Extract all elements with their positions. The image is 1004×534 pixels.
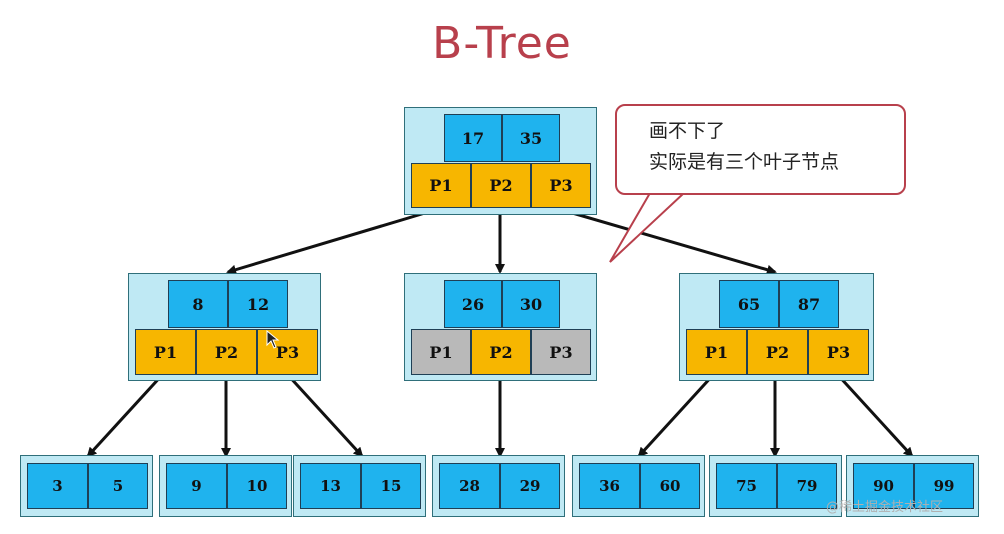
internal-3-pointer-2: P2 xyxy=(747,329,808,375)
root-key-2: 35 xyxy=(502,114,560,162)
edge-n1-p3 xyxy=(285,372,364,458)
leaf-node-3: 13 15 xyxy=(293,455,426,517)
internal-3-pointer-3: P3 xyxy=(808,329,869,375)
edge-root-p3 xyxy=(561,208,777,275)
leaf-2-key-2: 10 xyxy=(227,463,287,509)
root-pointer-3: P3 xyxy=(531,163,591,208)
internal-node-3: 65 87 P1 P2 P3 xyxy=(679,273,874,381)
leaf-3-key-2: 15 xyxy=(361,463,421,509)
internal-1-pointer-3: P3 xyxy=(257,329,318,375)
edge-n3-p1 xyxy=(637,372,716,458)
internal-2-key-2: 30 xyxy=(502,280,560,328)
root-pointer-1: P1 xyxy=(411,163,471,208)
edge-root-p1 xyxy=(226,208,436,275)
leaf-6-key-2: 79 xyxy=(777,463,837,509)
leaf-5-key-2: 60 xyxy=(640,463,700,509)
note-line-1: 画不下了 xyxy=(649,120,726,142)
edge-n1-p1 xyxy=(86,372,165,458)
leaf-node-7: 90 99 xyxy=(846,455,979,517)
leaf-2-key-1: 9 xyxy=(166,463,227,509)
internal-3-key-2: 87 xyxy=(779,280,839,328)
internal-2-pointer-2: P2 xyxy=(471,329,531,375)
leaf-node-4: 28 29 xyxy=(432,455,565,517)
leaf-7-key-1: 90 xyxy=(853,463,914,509)
note-line-2: 实际是有三个叶子节点 xyxy=(649,151,840,173)
internal-1-pointer-2: P2 xyxy=(196,329,257,375)
internal-node-1: 8 12 P1 P2 P3 xyxy=(128,273,321,381)
leaf-6-key-1: 75 xyxy=(716,463,777,509)
internal-2-pointer-1: P1 xyxy=(411,329,471,375)
leaf-4-key-1: 28 xyxy=(439,463,500,509)
internal-1-key-2: 12 xyxy=(228,280,288,328)
root-key-1: 17 xyxy=(444,114,502,162)
leaf-7-key-2: 99 xyxy=(914,463,974,509)
leaf-node-1: 3 5 xyxy=(20,455,153,517)
leaf-1-key-1: 3 xyxy=(27,463,88,509)
diagram-title: B-Tree xyxy=(432,18,572,69)
root-node: 17 35 P1 P2 P3 xyxy=(404,107,597,215)
root-pointer-2: P2 xyxy=(471,163,531,208)
mouse-cursor-icon xyxy=(266,330,280,349)
leaf-node-5: 36 60 xyxy=(572,455,705,517)
leaf-1-key-2: 5 xyxy=(88,463,148,509)
leaf-node-6: 75 79 xyxy=(709,455,842,517)
watermark: @稀土掘金技术社区 xyxy=(826,500,944,515)
callout-tail xyxy=(609,192,685,263)
leaf-node-2: 9 10 xyxy=(159,455,292,517)
note-callout: 画不下了 实际是有三个叶子节点 xyxy=(615,104,906,195)
internal-1-pointer-1: P1 xyxy=(135,329,196,375)
internal-3-key-1: 65 xyxy=(719,280,779,328)
leaf-4-key-2: 29 xyxy=(500,463,560,509)
leaf-3-key-1: 13 xyxy=(300,463,361,509)
edge-n3-p3 xyxy=(835,372,914,458)
internal-node-2: 26 30 P1 P2 P3 xyxy=(404,273,597,381)
internal-2-key-1: 26 xyxy=(444,280,502,328)
internal-3-pointer-1: P1 xyxy=(686,329,747,375)
leaf-5-key-1: 36 xyxy=(579,463,640,509)
internal-1-key-1: 8 xyxy=(168,280,228,328)
internal-2-pointer-3: P3 xyxy=(531,329,591,375)
